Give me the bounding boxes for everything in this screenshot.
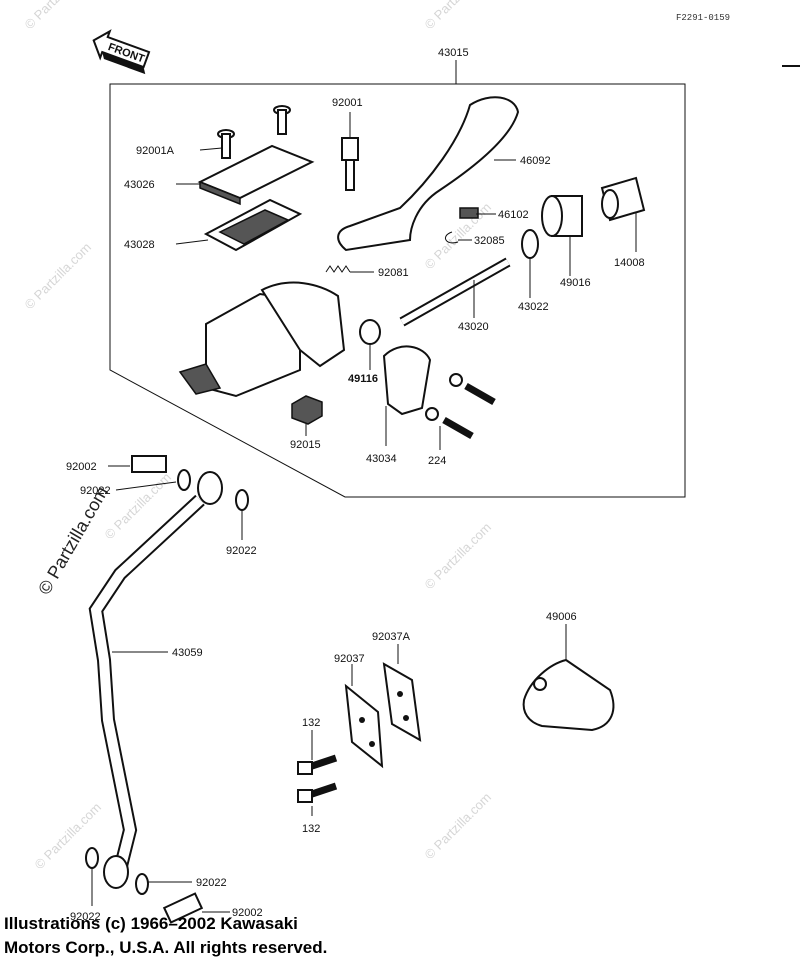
label-49006: 49006 xyxy=(546,611,577,623)
watermark: © Partzilla.com xyxy=(422,520,495,593)
label-32085: 32085 xyxy=(474,235,505,247)
clip-part xyxy=(444,231,459,244)
watermark-large: © Partzilla.com xyxy=(34,483,112,598)
cover-part xyxy=(522,658,615,732)
washer-part xyxy=(521,229,539,259)
part-labels: 43015 92001 92001A 46092 43026 43028 461… xyxy=(66,47,645,923)
label-43059: 43059 xyxy=(172,647,203,659)
watermark: © Partzilla.com xyxy=(422,790,495,863)
screw-part xyxy=(217,105,291,159)
label-92022-b: 92022 xyxy=(226,545,257,557)
watermarks: © Partzilla.com © Partzilla.com © Partzi… xyxy=(22,0,495,872)
washer-part xyxy=(85,847,99,869)
spring-part xyxy=(325,265,351,273)
label-14008: 14008 xyxy=(614,257,645,269)
label-92081: 92081 xyxy=(378,267,409,279)
label-43022: 43022 xyxy=(518,301,549,313)
label-92037A: 92037A xyxy=(372,631,411,643)
diagram-code: F2291-0159 xyxy=(676,13,730,23)
washer-part xyxy=(135,873,149,895)
label-92001A: 92001A xyxy=(136,145,175,157)
label-49016: 49016 xyxy=(560,277,591,289)
label-43034: 43034 xyxy=(366,453,397,465)
copyright-notice: Illustrations (c) 1966–2002 Kawasaki Mot… xyxy=(4,912,327,960)
label-43026: 43026 xyxy=(124,179,155,191)
nut-part xyxy=(291,395,323,425)
copyright-line-1: Illustrations (c) 1966–2002 Kawasaki xyxy=(4,914,298,933)
clamp-part xyxy=(382,345,432,416)
label-92002-bot: 92002 xyxy=(232,907,263,919)
label-92002-top: 92002 xyxy=(66,461,97,473)
assembly-outline xyxy=(109,83,686,498)
label-46092: 46092 xyxy=(520,155,551,167)
label-92022-d: 92022 xyxy=(70,911,101,923)
brake-lever-part xyxy=(337,96,520,252)
piston-part xyxy=(399,257,511,327)
front-arrow: FRONT xyxy=(92,29,151,75)
leader-lines xyxy=(91,112,637,913)
label-132-a: 132 xyxy=(302,717,320,729)
bracket-bolt-part xyxy=(297,754,338,803)
copyright-line-2: Motors Corp., U.S.A. All rights reserved… xyxy=(4,938,328,957)
label-92001: 92001 xyxy=(332,97,363,109)
brake-hose-part xyxy=(88,471,223,889)
label-43015: 43015 xyxy=(438,47,469,59)
piston-cup-part xyxy=(541,195,583,237)
label-92015: 92015 xyxy=(290,439,321,451)
label-92037: 92037 xyxy=(334,653,365,665)
label-43020: 43020 xyxy=(458,321,489,333)
washer-part xyxy=(235,489,249,511)
label-92022-c: 92022 xyxy=(196,877,227,889)
washer-part xyxy=(177,469,191,491)
pivot-bolt-part xyxy=(459,207,479,219)
label-132-b: 132 xyxy=(302,823,320,835)
bracket-part xyxy=(344,662,422,769)
bolt-part xyxy=(341,137,359,191)
label-43028: 43028 xyxy=(124,239,155,251)
label-224: 224 xyxy=(428,455,446,467)
label-92022-a: 92022 xyxy=(80,485,111,497)
watermark: © Partzilla.com xyxy=(22,240,95,313)
seal-part xyxy=(359,319,381,345)
label-46102: 46102 xyxy=(498,209,529,221)
label-49116: 49116 xyxy=(348,373,378,385)
clamp-bolt-part xyxy=(425,373,496,440)
watermark: © Partzilla.com xyxy=(422,0,495,32)
watermark: © Partzilla.com xyxy=(22,0,95,32)
banjo-bolt-part xyxy=(131,455,204,924)
